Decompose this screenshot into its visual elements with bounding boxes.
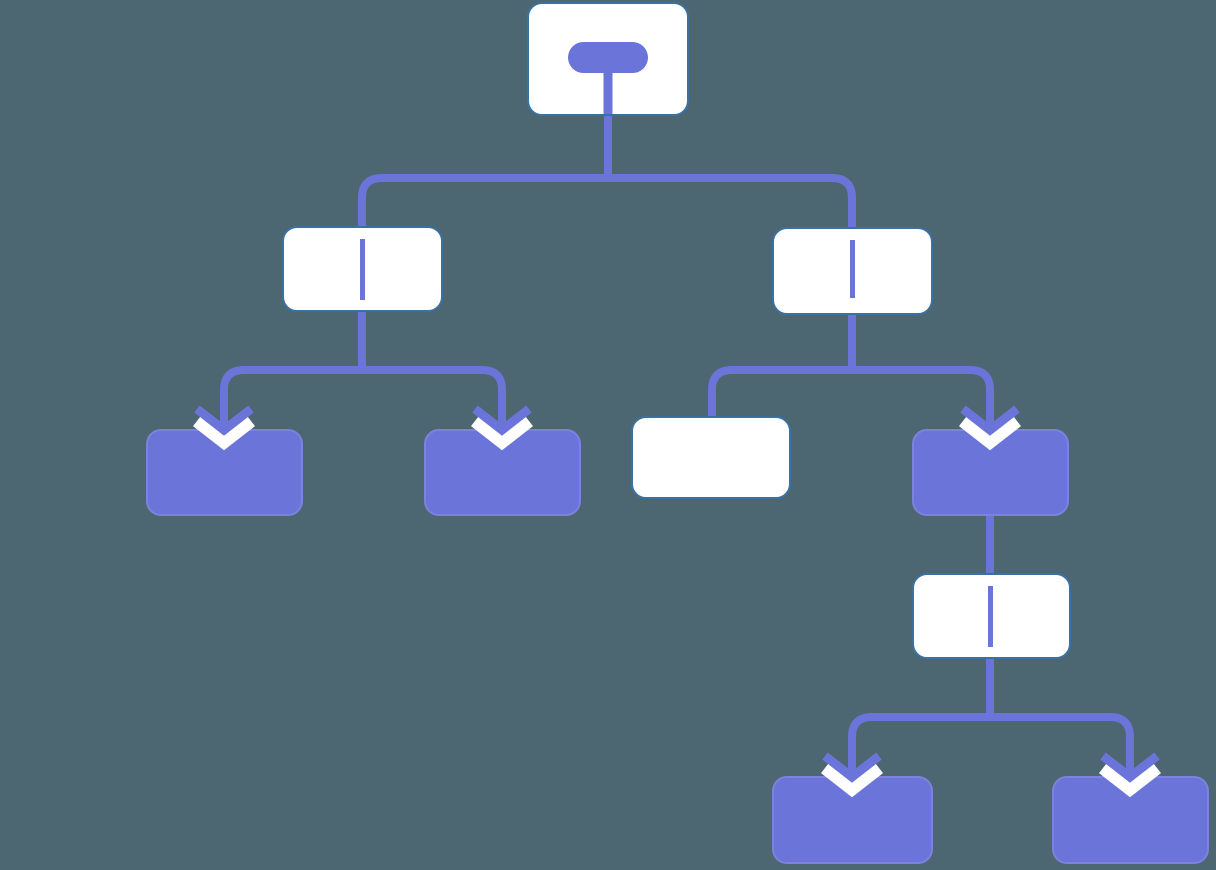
pill-icon [568, 42, 648, 73]
node-plain-white-box[interactable] [631, 416, 791, 499]
divider-line [850, 240, 855, 298]
node-root[interactable] [527, 2, 689, 116]
node-branch-low[interactable] [912, 573, 1071, 659]
node-branch-left[interactable] [282, 226, 443, 312]
chevron-purple-stroke [1100, 752, 1160, 783]
chevron-white-stroke [471, 415, 533, 451]
divider-line [360, 239, 365, 300]
chevron-white-stroke [821, 762, 883, 798]
arrows-layer [193, 405, 1161, 798]
edge-bus-left-subtree [220, 366, 506, 429]
chevron-purple-stroke [472, 405, 532, 436]
chevron-purple-stroke [194, 405, 254, 436]
pill-stem [603, 68, 613, 114]
arrow-chevron-icon [193, 405, 255, 451]
chevron-white-stroke [193, 415, 255, 451]
nodes-layer [146, 2, 1209, 864]
node-plain-white[interactable] [631, 416, 791, 499]
arrow-chevron-icon [471, 405, 533, 451]
arrow-chevron-icon [821, 752, 883, 798]
chevron-white-stroke [959, 415, 1021, 451]
node-branch-right[interactable] [772, 227, 933, 315]
edge-bus-level2 [358, 174, 856, 230]
edge-bus-low-subtree [848, 713, 1134, 776]
chevron-white-stroke [1099, 762, 1161, 798]
edges-layer [220, 111, 1134, 776]
divider-line [988, 586, 993, 647]
chevron-purple-stroke [960, 405, 1020, 436]
arrow-chevron-icon [959, 405, 1021, 451]
arrow-chevron-icon [1099, 752, 1161, 798]
chevron-purple-stroke [822, 752, 882, 783]
edge-bus-right-subtree [708, 366, 994, 429]
